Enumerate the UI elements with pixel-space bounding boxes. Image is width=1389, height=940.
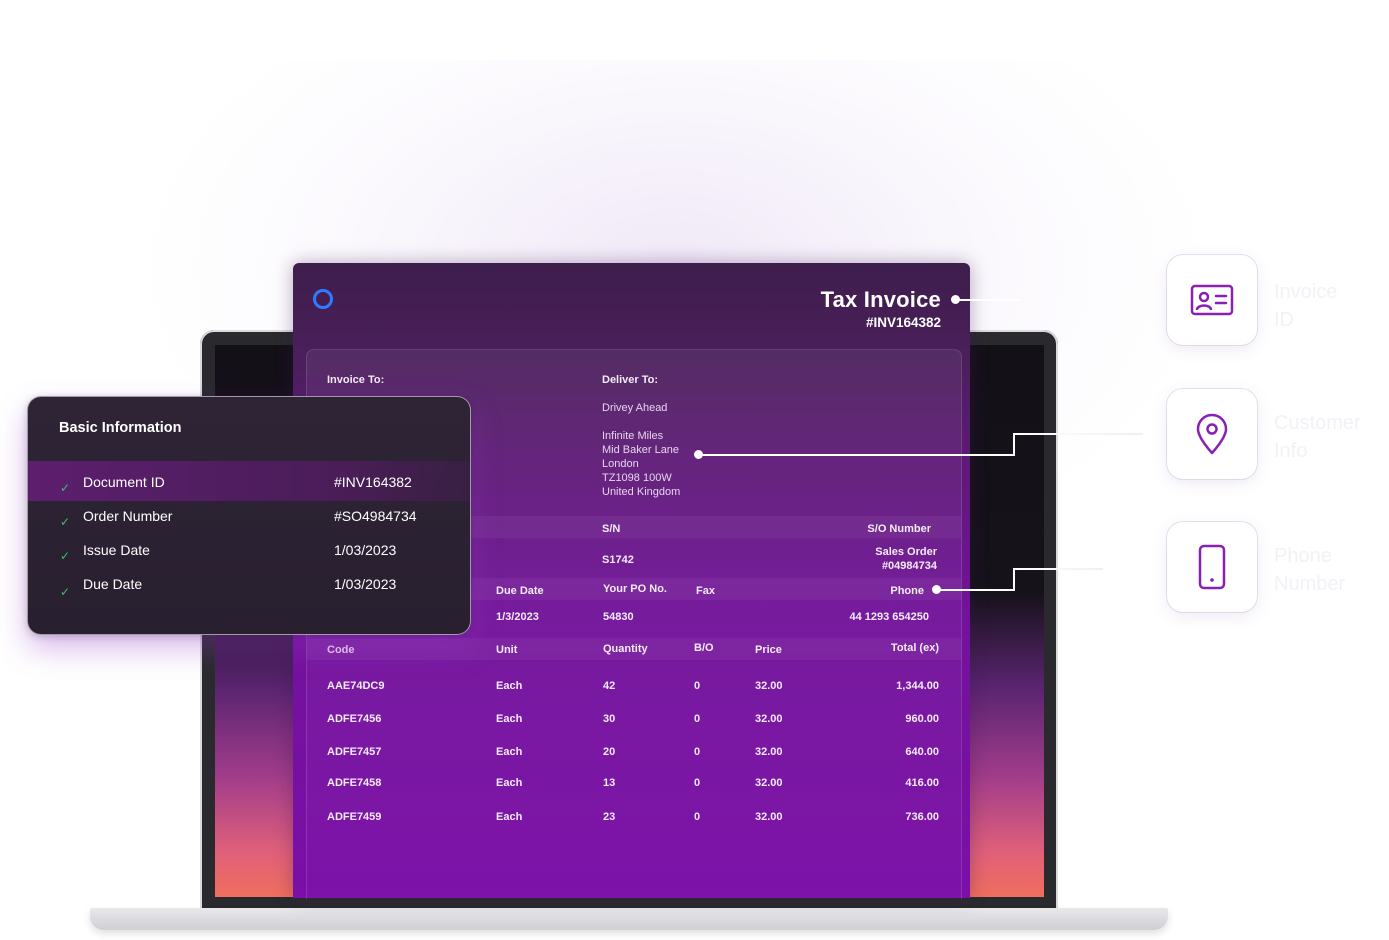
check-icon: ✓ [60,481,71,495]
connector-dot [694,450,703,459]
sn-value: S1742 [602,554,634,566]
item-bo: 0 [694,680,701,692]
po-label: Your PO No. [603,583,667,595]
item-price: 32.00 [755,680,783,692]
info-row-document-id[interactable]: ✓ Document ID #INV164382 [28,468,470,502]
item-price: 32.00 [755,713,783,725]
deliver-to-label: Deliver To: [602,374,659,386]
item-code: ADFE7458 [327,777,382,789]
column-header-bo: B/O [694,642,714,654]
info-label: Due Date [83,576,143,592]
address-line: London [602,458,639,470]
feature-label-invoice-id: Invoice ID [1274,281,1338,331]
info-label: Document ID [83,474,165,490]
company-logo-icon [313,289,333,309]
location-pin-icon [1196,413,1228,455]
item-code: ADFE7457 [327,746,382,758]
po-value: 54830 [603,611,634,623]
connector-dot [932,585,941,594]
address-line: United Kingdom [602,486,681,498]
item-quantity: 20 [603,746,616,758]
row-highlight [28,461,470,501]
laptop-base [90,908,1168,930]
sn-label: S/N [602,523,621,535]
info-row-order-number[interactable]: ✓ Order Number #SO4984734 [28,502,470,536]
item-unit: Each [496,713,523,725]
feature-phone-number[interactable] [1167,522,1257,612]
item-unit: Each [496,746,523,758]
item-quantity: 30 [603,713,616,725]
item-quantity: 13 [603,777,616,789]
feature-customer-info[interactable] [1167,389,1257,479]
item-total: 1,344.00 [896,680,939,692]
phone-label: Phone [890,585,924,597]
info-row-due-date[interactable]: ✓ Due Date 1/03/2023 [28,570,470,604]
so-value: #04984734 [881,560,937,572]
invoice-to-label: Invoice To: [327,374,385,386]
so-value: Sales Order [875,546,937,558]
info-label: Order Number [83,508,173,524]
invoice-title: Tax Invoice [820,287,941,312]
item-code: AAE74DC9 [327,680,385,692]
connector-line [937,589,1015,591]
feature-invoice-id[interactable] [1167,255,1257,345]
connector-dot [951,295,960,304]
due-date-label: Due Date [496,585,544,597]
feature-label-customer-info: Customer Info [1274,412,1361,462]
feature-label-phone-number: Phone Number [1274,545,1346,595]
item-code: ADFE7459 [327,811,382,823]
column-header-unit: Unit [496,644,518,656]
column-header-total: Total (ex) [890,642,939,654]
connector-line [956,299,1020,301]
column-header-code: Code [327,644,355,656]
info-value: 1/03/2023 [334,576,397,592]
item-bo: 0 [694,713,701,725]
item-unit: Each [496,811,523,823]
item-total: 640.00 [905,746,939,758]
item-bo: 0 [694,777,701,789]
info-row-issue-date[interactable]: ✓ Issue Date 1/03/2023 [28,536,470,570]
due-date-value: 1/3/2023 [496,611,539,623]
basic-information-panel: Basic Information ✓ Document ID #INV1643… [27,396,471,635]
check-icon: ✓ [60,549,71,563]
check-icon: ✓ [60,585,71,599]
phone-icon [1198,544,1226,590]
address-line: TZ1098 100W [602,472,672,484]
item-total: 736.00 [905,811,939,823]
item-price: 32.00 [755,777,783,789]
item-unit: Each [496,680,523,692]
item-total: 416.00 [905,777,939,789]
connector-line [699,454,1015,456]
column-header-price: Price [755,644,782,656]
column-header-quantity: Quantity [603,643,648,655]
item-price: 32.00 [755,811,783,823]
item-bo: 0 [694,746,701,758]
item-total: 960.00 [905,713,939,725]
item-unit: Each [496,777,523,789]
connector-line [1013,433,1143,435]
connector-line [1013,568,1015,591]
info-value: #INV164382 [334,474,412,490]
deliver-to-name: Drivey Ahead [602,402,668,414]
table-header-band [307,638,961,660]
info-label: Issue Date [83,542,150,558]
connector-line [1013,433,1015,456]
invoice-number: #INV164382 [865,315,941,330]
info-value: #SO4984734 [334,508,417,524]
address-line: Mid Baker Lane [602,444,680,456]
so-number-label: S/O Number [867,523,931,535]
item-bo: 0 [694,811,701,823]
item-quantity: 42 [603,680,616,692]
info-value: 1/03/2023 [334,542,397,558]
item-price: 32.00 [755,746,783,758]
address-line: Infinite Miles [602,430,664,442]
item-code: ADFE7456 [327,713,382,725]
id-card-icon [1190,284,1234,316]
item-quantity: 23 [603,811,616,823]
check-icon: ✓ [60,515,71,529]
connector-line [1013,568,1103,570]
panel-title: Basic Information [59,420,182,436]
fax-label: Fax [696,585,715,597]
phone-value: 44 1293 654250 [849,611,929,623]
